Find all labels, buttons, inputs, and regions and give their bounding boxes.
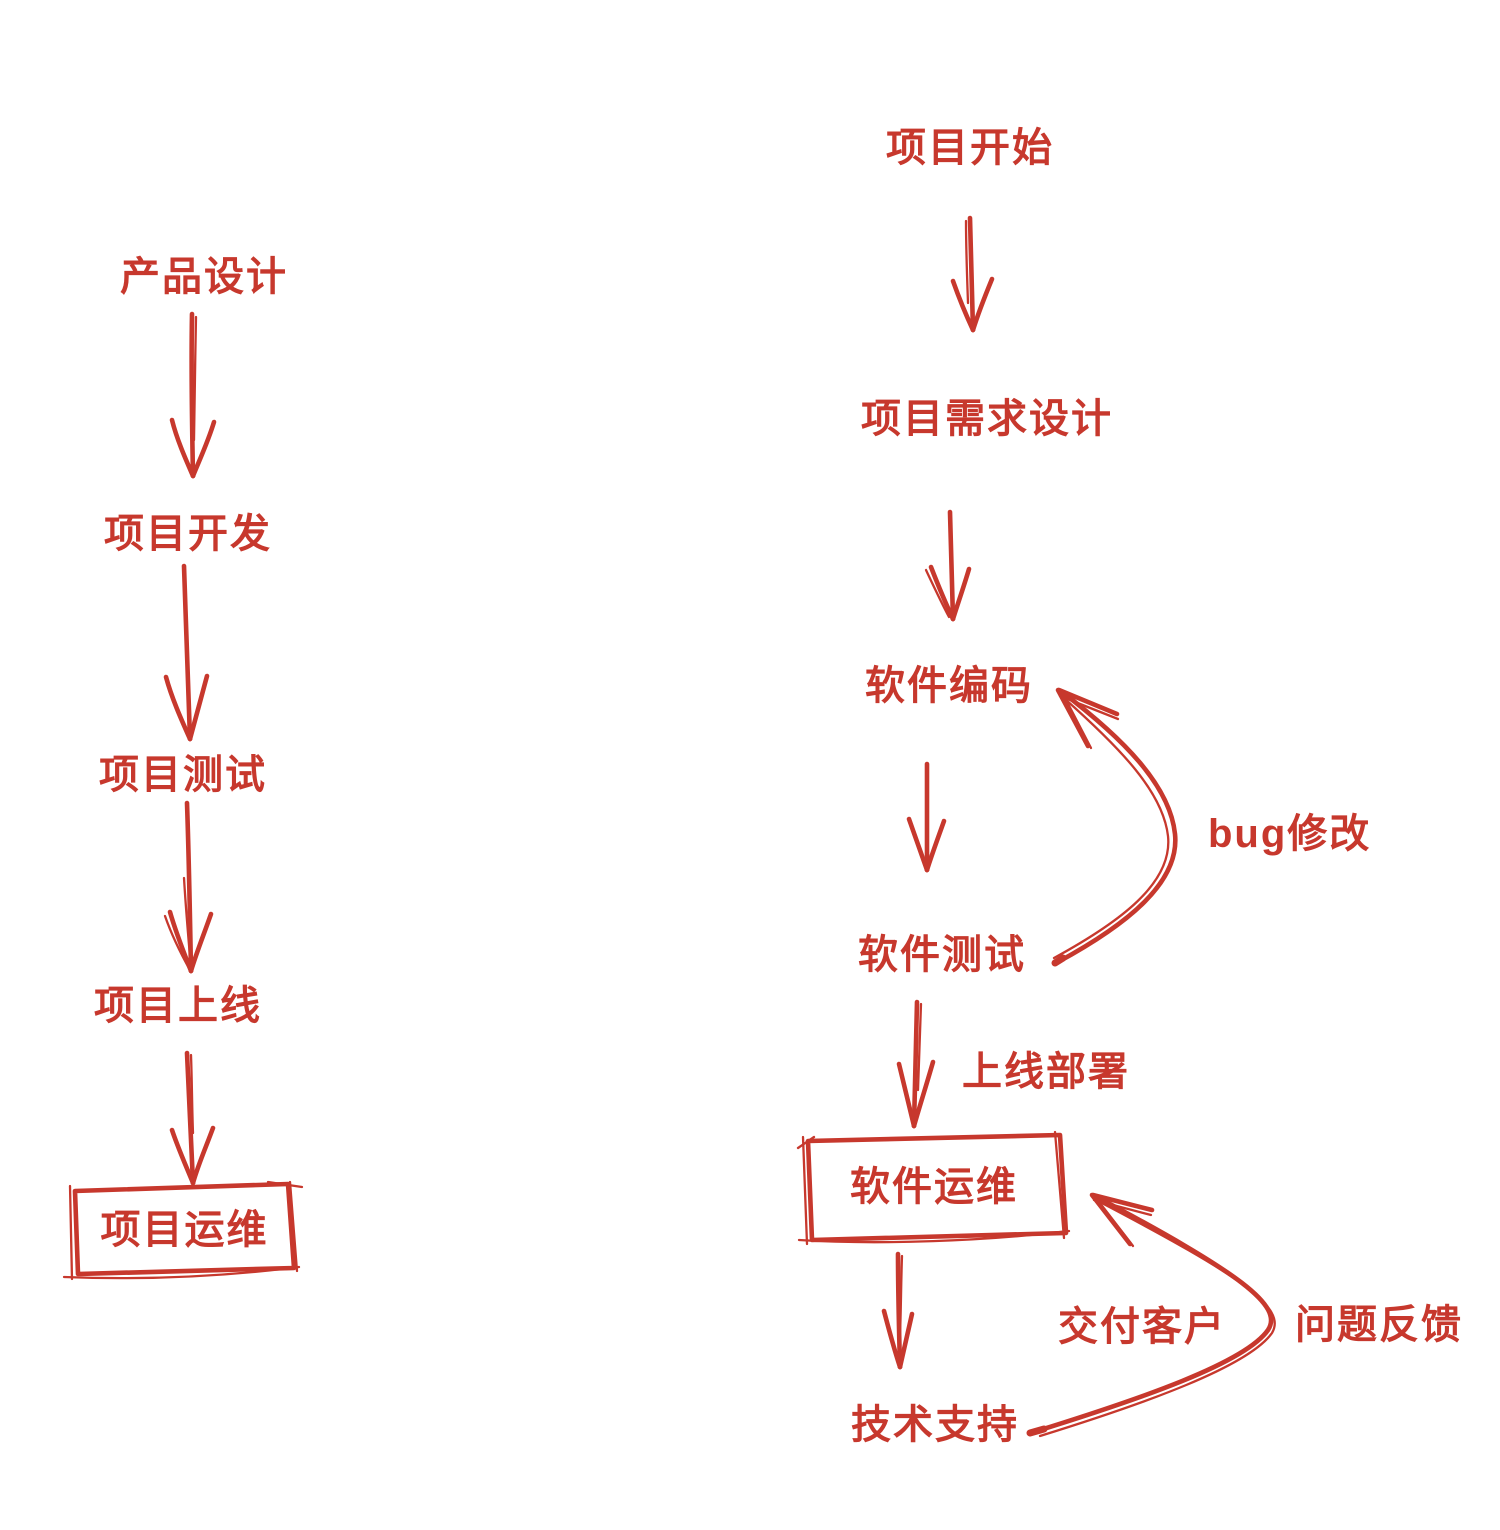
bug-fix-loop-arrow-icon: [1051, 687, 1178, 967]
node-project-ops-label: 项目运维: [100, 1207, 269, 1252]
edge-label-deploy: 上线部署: [962, 1050, 1130, 1094]
project-ops-box-outline: [62, 1180, 304, 1281]
node-project-start: 项目开始: [886, 126, 1054, 170]
arrow-requirements-to-coding-icon: [924, 509, 972, 622]
edge-label-deliver: 交付客户: [1058, 1305, 1226, 1349]
arrow-project-start-to-requirements-icon: [950, 215, 995, 333]
feedback-loop-arrow-icon: [1026, 1192, 1276, 1438]
node-software-ops-label: 软件运维: [850, 1164, 1018, 1209]
arrow-project-test-to-project-launch-icon: [163, 800, 214, 974]
arrow-product-design-to-project-dev-icon: [169, 311, 217, 479]
node-project-ops-box: 项目运维: [73, 1184, 296, 1275]
node-software-testing: 软件测试: [858, 933, 1026, 977]
node-software-coding: 软件编码: [865, 664, 1033, 708]
arrow-testing-to-software-ops-icon: [896, 999, 936, 1129]
software-ops-box-outline: [796, 1130, 1071, 1246]
node-software-ops-box: 软件运维: [803, 1135, 1065, 1238]
arrow-project-dev-to-project-test-icon: [163, 563, 210, 742]
node-project-dev: 项目开发: [104, 512, 272, 556]
node-tech-support: 技术支持: [851, 1403, 1019, 1447]
node-project-test: 项目测试: [99, 753, 267, 797]
edge-label-feedback: 问题反馈: [1295, 1303, 1463, 1347]
node-requirements-design: 项目需求设计: [861, 397, 1113, 441]
edge-label-bug-fix: bug修改: [1208, 812, 1372, 856]
arrow-software-ops-to-tech-support-icon: [881, 1251, 915, 1370]
node-product-design: 产品设计: [120, 255, 288, 299]
arrow-project-launch-to-project-ops-icon: [169, 1050, 216, 1186]
node-project-launch: 项目上线: [94, 984, 262, 1028]
arrow-coding-to-testing-icon: [906, 761, 947, 873]
